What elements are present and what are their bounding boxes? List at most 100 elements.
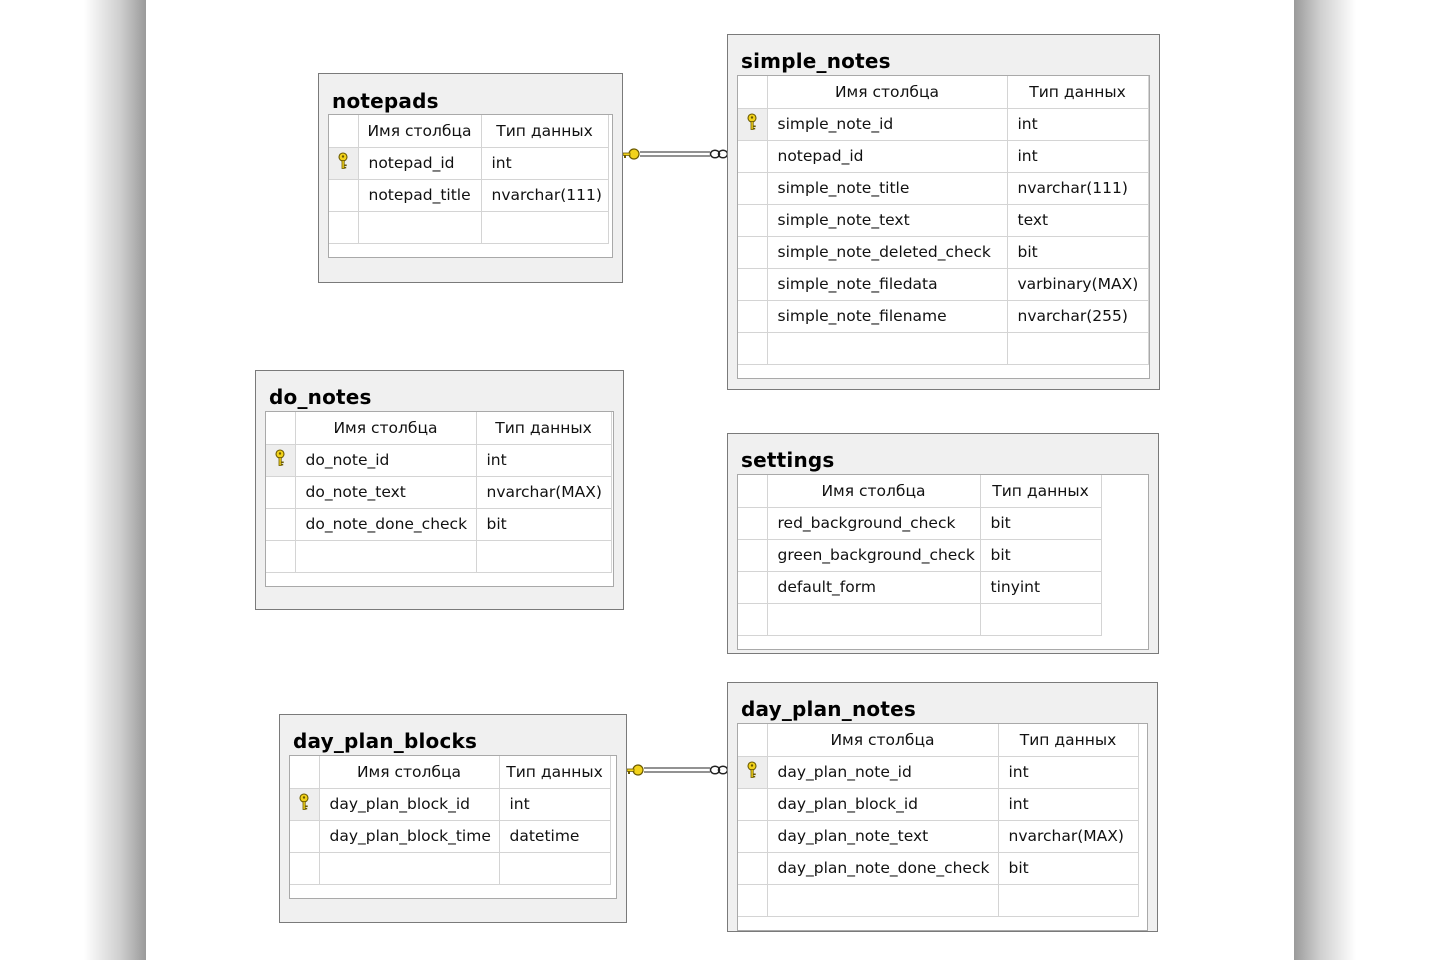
primary-key-cell[interactable] <box>738 108 768 141</box>
empty-row[interactable] <box>266 540 612 573</box>
row-selector[interactable] <box>329 179 359 212</box>
empty-row[interactable] <box>329 211 609 244</box>
column-name-header: Имя столбца <box>319 756 500 789</box>
row-selector[interactable] <box>738 236 768 269</box>
row-selector[interactable] <box>738 820 768 853</box>
right-shadow <box>1294 0 1440 960</box>
row-selector[interactable] <box>738 172 768 205</box>
empty-cell[interactable] <box>998 884 1139 917</box>
row-selector[interactable] <box>290 852 320 885</box>
data-type-header: Тип данных <box>1007 76 1149 109</box>
row-selector[interactable] <box>266 540 296 573</box>
empty-cell[interactable] <box>767 332 1008 365</box>
row-selector[interactable] <box>738 884 768 917</box>
empty-cell[interactable] <box>1007 332 1149 365</box>
data-type-header: Тип данных <box>481 115 609 148</box>
row-selector[interactable] <box>738 300 768 333</box>
empty-row[interactable] <box>290 852 611 885</box>
column-name: day_plan_note_text <box>767 820 999 853</box>
row-selector[interactable] <box>738 852 768 885</box>
table-title: simple_notes <box>741 49 891 73</box>
empty-row[interactable] <box>738 332 1149 365</box>
column-type: bit <box>980 507 1102 540</box>
empty-cell[interactable] <box>767 603 981 636</box>
column-name: day_plan_block_id <box>767 788 999 821</box>
column-type: nvarchar(MAX) <box>998 820 1139 853</box>
column-name: simple_note_filename <box>767 300 1008 333</box>
table-title: notepads <box>332 89 439 113</box>
row-selector[interactable] <box>738 539 768 572</box>
relationship-notepads-simple-notes[interactable] <box>622 142 730 166</box>
row-selector[interactable] <box>738 788 768 821</box>
row-selector[interactable] <box>738 268 768 301</box>
left-shadow <box>0 0 146 960</box>
row-selector[interactable] <box>329 211 359 244</box>
relationship-day-plan-blocks-notes[interactable] <box>626 758 730 782</box>
column-name: simple_note_id <box>767 108 1008 141</box>
column-type: int <box>476 444 612 477</box>
row-selector[interactable] <box>738 204 768 237</box>
row-selector[interactable] <box>738 571 768 604</box>
key-icon <box>747 761 757 778</box>
empty-row[interactable] <box>738 603 1102 636</box>
empty-cell[interactable] <box>980 603 1102 636</box>
row-selector[interactable] <box>290 820 320 853</box>
row-selector[interactable] <box>266 508 296 541</box>
row-selector-header <box>266 412 296 445</box>
row-selector[interactable] <box>738 140 768 173</box>
row-selector[interactable] <box>738 507 768 540</box>
primary-key-cell[interactable] <box>266 444 296 477</box>
row-selector[interactable] <box>738 603 768 636</box>
empty-cell[interactable] <box>499 852 611 885</box>
row-selector[interactable] <box>266 476 296 509</box>
column-name-header: Имя столбца <box>767 76 1008 109</box>
empty-cell[interactable] <box>767 884 999 917</box>
empty-cell[interactable] <box>295 540 477 573</box>
row-selector[interactable] <box>738 332 768 365</box>
column-name: green_background_check <box>767 539 981 572</box>
primary-key-cell[interactable] <box>738 756 768 789</box>
empty-cell[interactable] <box>476 540 612 573</box>
primary-key-cell[interactable] <box>290 788 320 821</box>
empty-row[interactable] <box>738 884 1139 917</box>
empty-cell[interactable] <box>319 852 500 885</box>
primary-key-cell[interactable] <box>329 147 359 180</box>
empty-cell[interactable] <box>481 211 609 244</box>
empty-cell[interactable] <box>358 211 482 244</box>
column-name: day_plan_note_id <box>767 756 999 789</box>
